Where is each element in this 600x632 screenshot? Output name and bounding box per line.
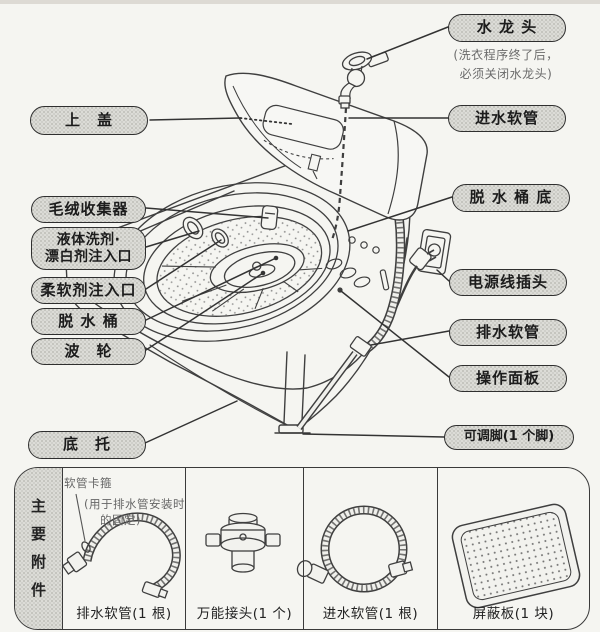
label-spin-tub: 脱 水 桶 (31, 308, 146, 335)
accessories-section-title-text: 主要附件 (29, 497, 47, 610)
faucet-note-line1: (洗衣程序终了后， (453, 48, 559, 62)
accessory-cell-inlet-hose: 进水软管(1 根) (304, 468, 438, 629)
label-inlet-hose: 进水软管 (448, 105, 566, 132)
label-lint-collector-text: 毛绒收集器 (48, 199, 129, 218)
accessory-caption-shield-plate: 屏蔽板(1 块) (472, 606, 555, 622)
label-inlet-hose-text: 进水软管 (474, 108, 539, 127)
accessory-drain-hose-drawing (61, 493, 181, 599)
dispenser-inlets-drawing (182, 216, 229, 248)
tub-drawing (113, 182, 351, 342)
faucet-note: (洗衣程序终了后， 必须关闭水龙头) (428, 46, 584, 83)
accessories-panel: 主要附件 排水软管(1 根) 万能接头(1 个) 进水软管(1 根) 屏蔽板(1… (14, 467, 590, 630)
inlet-hose-dashed-drawing (330, 107, 348, 241)
accessory-shield-plate-drawing (451, 503, 581, 609)
label-faucet: 水 龙 头 (448, 14, 566, 42)
accessory-caption-inlet-hose: 进水软管(1 根) (322, 606, 419, 622)
accessory-cell-universal-joint: 万能接头(1 个) (186, 468, 304, 629)
label-power-plug-text: 电源线插头 (467, 272, 548, 291)
label-control-panel: 操作面板 (449, 365, 567, 392)
label-adjustable-foot-text: 可调脚(1 个脚) (463, 429, 555, 445)
label-spin-tub-text: 脱 水 桶 (58, 311, 119, 330)
label-control-panel-text: 操作面板 (475, 368, 540, 387)
label-pulsator-text: 波 轮 (64, 341, 113, 360)
leader-lines (144, 26, 453, 444)
control-panel-drawing (325, 236, 390, 293)
hose-clamp-drawing (81, 541, 91, 553)
label-spin-tub-bottom-text: 脱 水 桶 底 (469, 188, 553, 207)
label-power-plug: 电源线插头 (449, 269, 567, 296)
power-socket-drawing (394, 228, 452, 309)
label-detergent-inlet-line2: 漂白剂注入口 (45, 248, 132, 265)
clamp-note-line3: 的固定) (100, 513, 141, 527)
lid-drawing (224, 72, 428, 221)
label-top-lid: 上 盖 (30, 106, 148, 135)
label-softener-inlet: 柔软剂注入口 (31, 277, 146, 304)
label-top-lid-text: 上 盖 (64, 110, 113, 129)
label-softener-inlet-text: 柔软剂注入口 (40, 280, 137, 299)
label-spin-tub-bottom: 脱 水 桶 底 (452, 184, 570, 212)
clamp-note-line2: (用于排水管安装时 (84, 497, 185, 511)
accessory-inlet-hose-drawing (296, 505, 414, 593)
label-lint-collector: 毛绒收集器 (31, 196, 146, 223)
accessory-caption-drain-hose: 排水软管(1 根) (76, 606, 172, 622)
label-drain-hose: 排水软管 (449, 319, 567, 346)
drain-hose-drawing (296, 216, 406, 430)
faucet-note-line2: 必须关闭水龙头) (459, 66, 553, 81)
clamp-note-title: 软管卡箍 (64, 476, 112, 490)
label-faucet-text: 水 龙 头 (476, 18, 538, 37)
label-base-support: 底 托 (28, 431, 146, 459)
label-drain-hose-text: 排水软管 (475, 322, 540, 341)
accessory-cell-shield-plate: 屏蔽板(1 块) (438, 468, 589, 629)
label-detergent-inlet: 液体洗剂· 漂白剂注入口 (31, 227, 146, 270)
label-base-support-text: 底 托 (62, 435, 111, 454)
accessory-universal-joint-drawing (205, 512, 281, 573)
label-pulsator: 波 轮 (31, 338, 146, 365)
accessory-caption-universal-joint: 万能接头(1 个) (196, 606, 293, 622)
label-adjustable-foot: 可调脚(1 个脚) (444, 425, 574, 450)
accessories-section-title: 主要附件 (15, 468, 63, 629)
accessory-cell-drain-hose: 排水软管(1 根) (63, 468, 186, 629)
faucet-drawing (330, 51, 389, 241)
label-detergent-inlet-line1: 液体洗剂· (56, 232, 121, 249)
